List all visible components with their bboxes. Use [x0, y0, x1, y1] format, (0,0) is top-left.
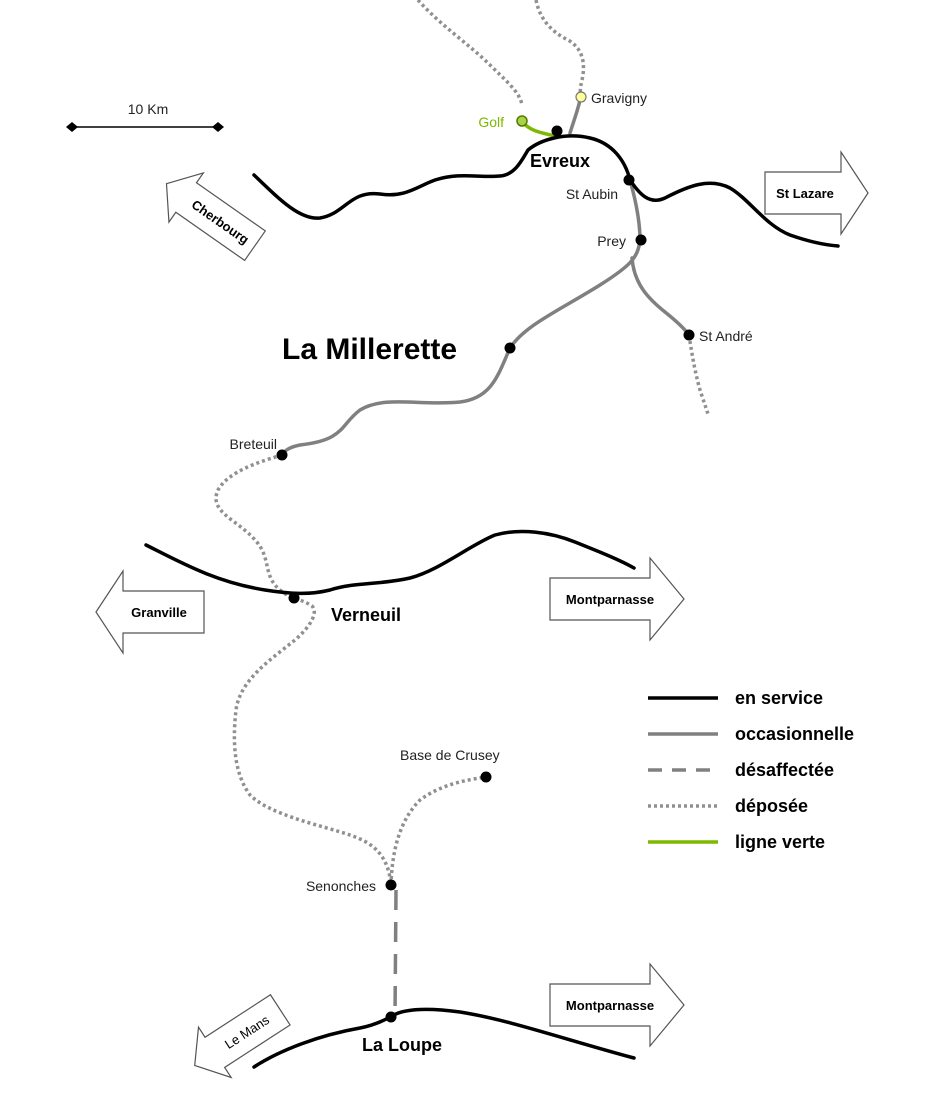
- station-prey-marker[interactable]: [635, 234, 647, 246]
- legend: en service occasionnelle désaffectée dép…: [648, 688, 854, 852]
- line-deposed-north-east: [534, 0, 586, 97]
- legend-label-occasional: occasionnelle: [735, 724, 854, 744]
- station-evreux-label: Evreux: [530, 151, 590, 171]
- station-verneuil-marker[interactable]: [288, 592, 300, 604]
- station-senonches-label: Senonches: [306, 878, 376, 894]
- map-title: La Millerette: [282, 333, 457, 366]
- line-occasional-evreux-breteuil: [280, 178, 642, 457]
- station-st-aubin-marker[interactable]: [623, 174, 635, 186]
- direction-arrow-st-lazare[interactable]: St Lazare: [764, 149, 869, 237]
- line-deposed-breteuil-verneuil: [214, 453, 393, 886]
- direction-granville-label: Granville: [131, 605, 187, 620]
- station-golf-label: Golf: [478, 114, 504, 130]
- legend-label-green: ligne verte: [735, 832, 825, 852]
- station-base-crusey-label: Base de Crusey: [400, 747, 500, 763]
- station-gravigny-marker[interactable]: [575, 91, 587, 103]
- station-la-loupe-marker[interactable]: [385, 1011, 397, 1023]
- station-breteuil-label: Breteuil: [230, 436, 277, 452]
- station-la-loupe-label: La Loupe: [362, 1035, 442, 1055]
- direction-arrow-montparnasse-2[interactable]: Montparnasse: [549, 962, 685, 1048]
- station-verneuil-label: Verneuil: [331, 605, 401, 625]
- station-breteuil-marker[interactable]: [276, 449, 288, 461]
- direction-st-lazare-label: St Lazare: [776, 186, 834, 201]
- direction-arrow-le-mans[interactable]: Le Mans: [178, 985, 296, 1091]
- line-deposed-north-west: [416, 0, 524, 106]
- direction-arrow-granville[interactable]: Granville: [95, 568, 205, 656]
- legend-label-deposed: déposée: [735, 796, 808, 816]
- station-golf-marker[interactable]: [516, 115, 528, 127]
- station-base-crusey-marker[interactable]: [480, 771, 492, 783]
- line-disused-senonches-la-loupe: [393, 889, 398, 1018]
- station-st-aubin-label: St Aubin: [566, 186, 618, 202]
- line-service-cherbourg-st-lazare: [252, 134, 840, 248]
- station-st-andre-marker[interactable]: [683, 329, 695, 341]
- station-prey-label: Prey: [597, 233, 626, 249]
- scale-bar: 10 Km: [66, 101, 224, 132]
- legend-label-disused: désaffectée: [735, 760, 834, 780]
- station-gravigny-label: Gravigny: [591, 90, 647, 106]
- line-service-granville-montparnasse: [144, 529, 636, 596]
- station-la-millerette-marker[interactable]: [504, 342, 516, 354]
- station-st-andre-label: St André: [699, 328, 753, 344]
- direction-montparnasse-1-label: Montparnasse: [566, 592, 654, 607]
- direction-montparnasse-2-label: Montparnasse: [566, 998, 654, 1013]
- line-deposed-st-andre: [687, 334, 710, 415]
- station-evreux-marker[interactable]: [551, 125, 563, 137]
- station-senonches-marker[interactable]: [385, 879, 397, 891]
- line-deposed-crusey: [389, 775, 487, 886]
- line-service-le-mans-montparnasse: [252, 1007, 636, 1069]
- direction-arrow-montparnasse-1[interactable]: Montparnasse: [549, 556, 685, 642]
- scale-label: 10 Km: [128, 101, 168, 117]
- legend-label-service: en service: [735, 688, 823, 708]
- line-occasional-st-andre: [630, 256, 691, 337]
